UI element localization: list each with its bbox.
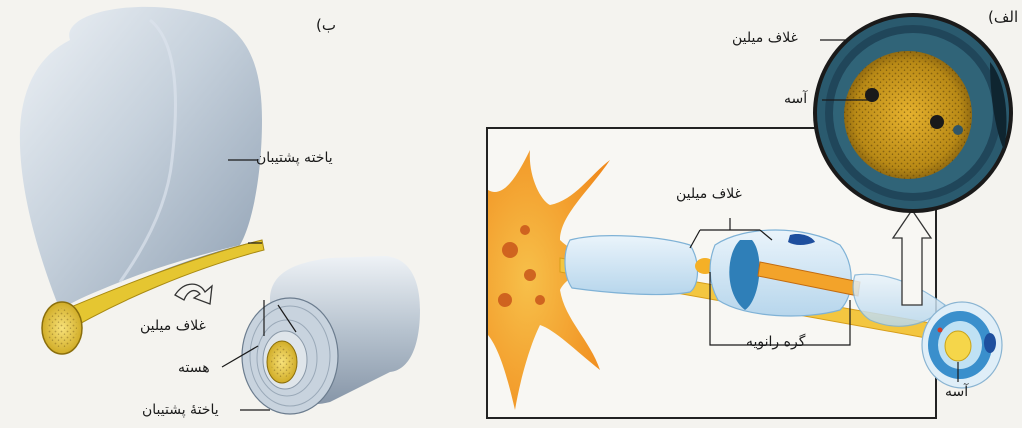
label-myelin-sheath-mid: غلاف میلین xyxy=(676,186,742,202)
label-axon-bottom: آسه xyxy=(945,384,968,400)
axon-small-cross-section xyxy=(922,302,1002,388)
axon-large-cross-section xyxy=(813,13,1013,213)
label-supporting-cell-bottom: یاختهٔ پشتیبان xyxy=(142,402,219,418)
label-supporting-cell: یاخته پشتیبان xyxy=(256,150,333,166)
label-myelin-sheath-top: غلاف میلین xyxy=(732,30,798,46)
label-node-of-ranvier: گره رانویه xyxy=(746,334,805,350)
panel-a-illustration xyxy=(487,13,1013,418)
panel-a-tag: الف) xyxy=(988,8,1018,26)
label-nucleus: هسته xyxy=(178,360,210,376)
supporting-cell-body xyxy=(20,7,262,310)
panel-b-illustration xyxy=(20,7,420,414)
label-axon-top: آسه xyxy=(784,91,807,107)
label-myelin-sheath-b: غلاف میلین xyxy=(140,318,206,334)
wrap-arrow-icon xyxy=(175,284,212,304)
myelin-segment-1 xyxy=(565,236,698,295)
panel-b-tag: ب) xyxy=(316,16,336,34)
